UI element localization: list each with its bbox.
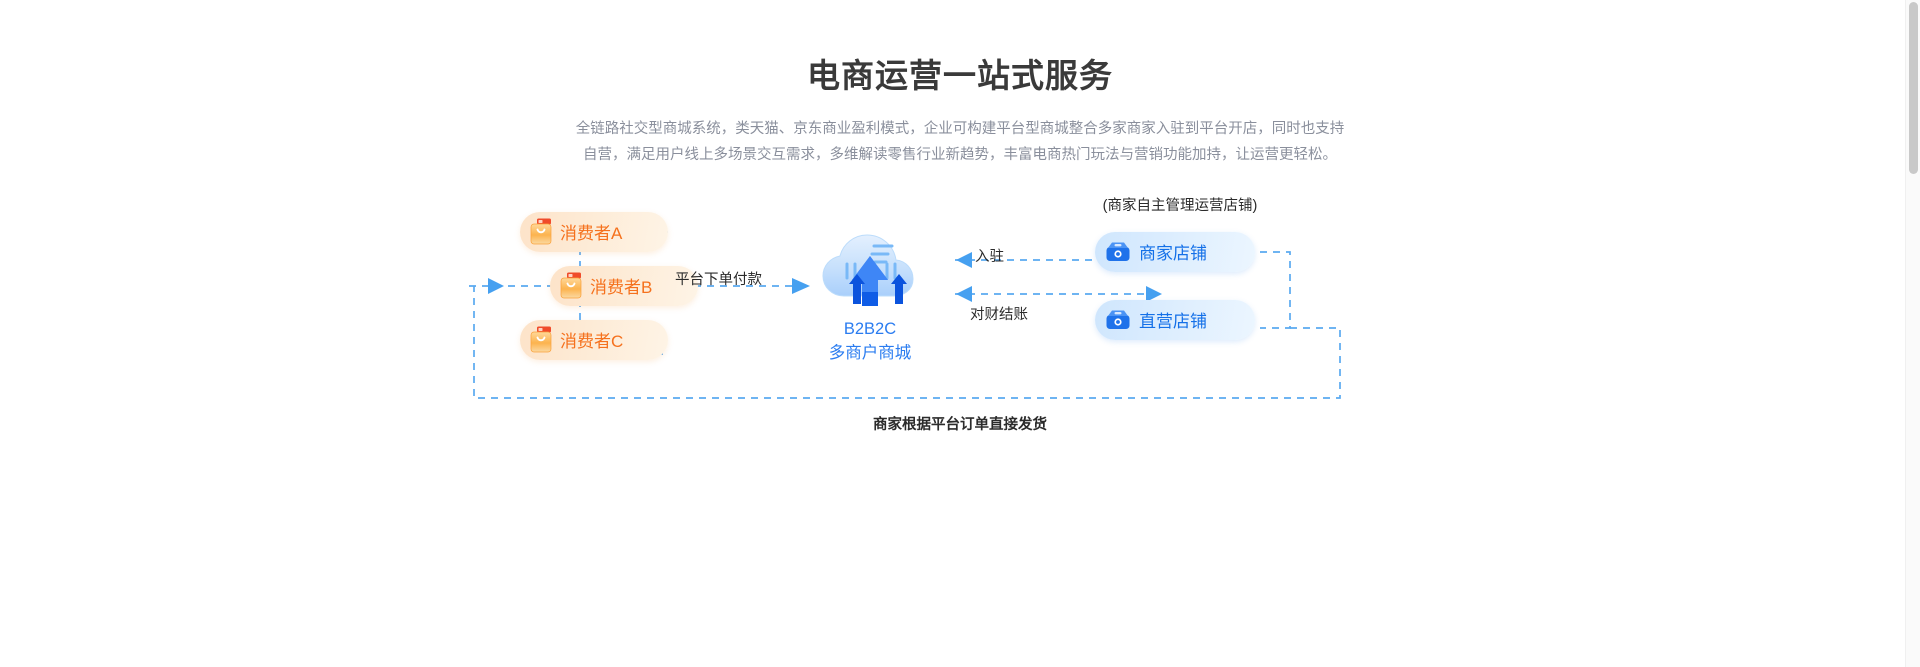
diagram-bottom-caption: 商家根据平台订单直接发货	[873, 416, 1047, 433]
page-title: 电商运营一站式服务	[807, 57, 1113, 94]
shop-label: 商家店铺	[1139, 244, 1207, 264]
shop-label: 直营店铺	[1139, 312, 1207, 332]
platform-name: B2B2C	[843, 319, 897, 338]
platform-subname: 多商户商城	[828, 343, 912, 362]
page-subtitle: 全链路社交型商城系统，类天猫、京东商业盈利模式，企业可构建平台型商城整合多家商家…	[470, 116, 1450, 168]
scrollbar-thumb[interactable]	[1909, 2, 1918, 174]
page-scrollbar[interactable]	[1905, 0, 1920, 667]
consumer-card-a[interactable]: 消费者A	[520, 211, 668, 252]
storefront-icon	[1106, 310, 1130, 329]
flow-label-settle: 对财结账	[970, 306, 1028, 323]
page-wrapper: 电商运营一站式服务 全链路社交型商城系统，类天猫、京东商业盈利模式，企业可构建平…	[460, 57, 1460, 488]
arrow-heads	[488, 251, 1162, 302]
cloud-upload-icon	[822, 234, 914, 306]
consumer-card-b[interactable]: 消费者B	[550, 265, 698, 306]
flow-label-join: 入驻	[975, 248, 1004, 265]
subtitle-line-2: 自营，满足用户线上多场景交互需求，多维解读零售行业新趋势，丰富电商热门玩法与营销…	[583, 146, 1337, 163]
consumer-label: 消费者C	[560, 332, 624, 352]
shopping-bag-icon	[530, 326, 552, 353]
architecture-diagram: 消费者A 消费者B 消费者C	[460, 198, 1460, 488]
shop-card-merchant[interactable]: 商家店铺	[1095, 231, 1255, 272]
consumer-label: 消费者B	[590, 278, 653, 298]
platform-node[interactable]: B2B2C 多商户商城	[805, 220, 935, 364]
consumer-card-c[interactable]: 消费者C	[520, 319, 668, 360]
storefront-icon	[1106, 242, 1130, 261]
shopping-bag-icon	[530, 218, 552, 245]
shopping-bag-icon	[560, 272, 582, 299]
flow-label-payment: 平台下单付款	[675, 271, 762, 288]
shops-caption: (商家自主管理运营店铺)	[1102, 197, 1258, 214]
shop-card-direct[interactable]: 直营店铺	[1095, 299, 1255, 340]
consumer-label: 消费者A	[560, 224, 623, 244]
subtitle-line-1: 全链路社交型商城系统，类天猫、京东商业盈利模式，企业可构建平台型商城整合多家商家…	[575, 120, 1345, 137]
